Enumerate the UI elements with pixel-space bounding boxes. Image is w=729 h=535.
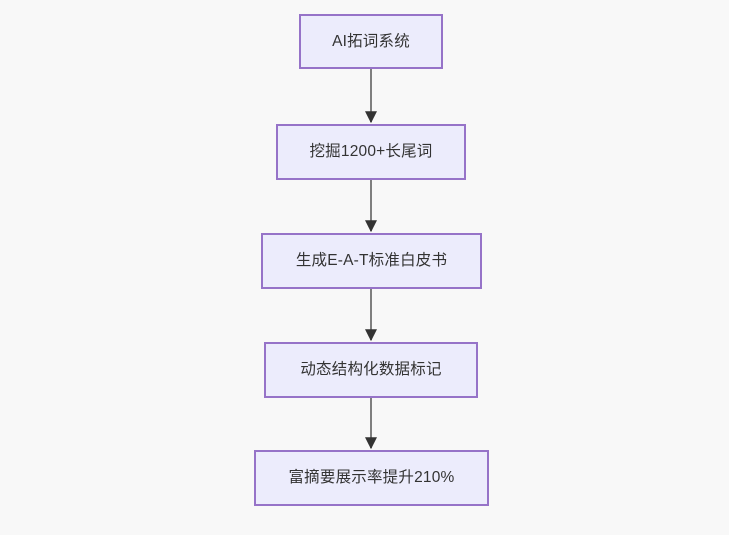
node-label: 富摘要展示率提升210% bbox=[288, 469, 455, 487]
flowchart-node-rich-snippet-impression-lift[interactable]: 富摘要展示率提升210% bbox=[254, 450, 489, 506]
node-label: 生成E-A-T标准白皮书 bbox=[295, 252, 448, 270]
node-label: AI拓词系统 bbox=[332, 32, 410, 50]
node-label: 挖掘1200+长尾词 bbox=[309, 143, 433, 161]
flowchart-node-dynamic-structured-data-markup[interactable]: 动态结构化数据标记 bbox=[264, 342, 478, 398]
flowchart-node-ai-keyword-system[interactable]: AI拓词系统 bbox=[299, 14, 443, 69]
flowchart-node-generate-eat-whitepaper[interactable]: 生成E-A-T标准白皮书 bbox=[261, 233, 482, 289]
flowchart-node-mine-longtail-keywords[interactable]: 挖掘1200+长尾词 bbox=[276, 124, 466, 180]
node-label: 动态结构化数据标记 bbox=[300, 361, 442, 379]
